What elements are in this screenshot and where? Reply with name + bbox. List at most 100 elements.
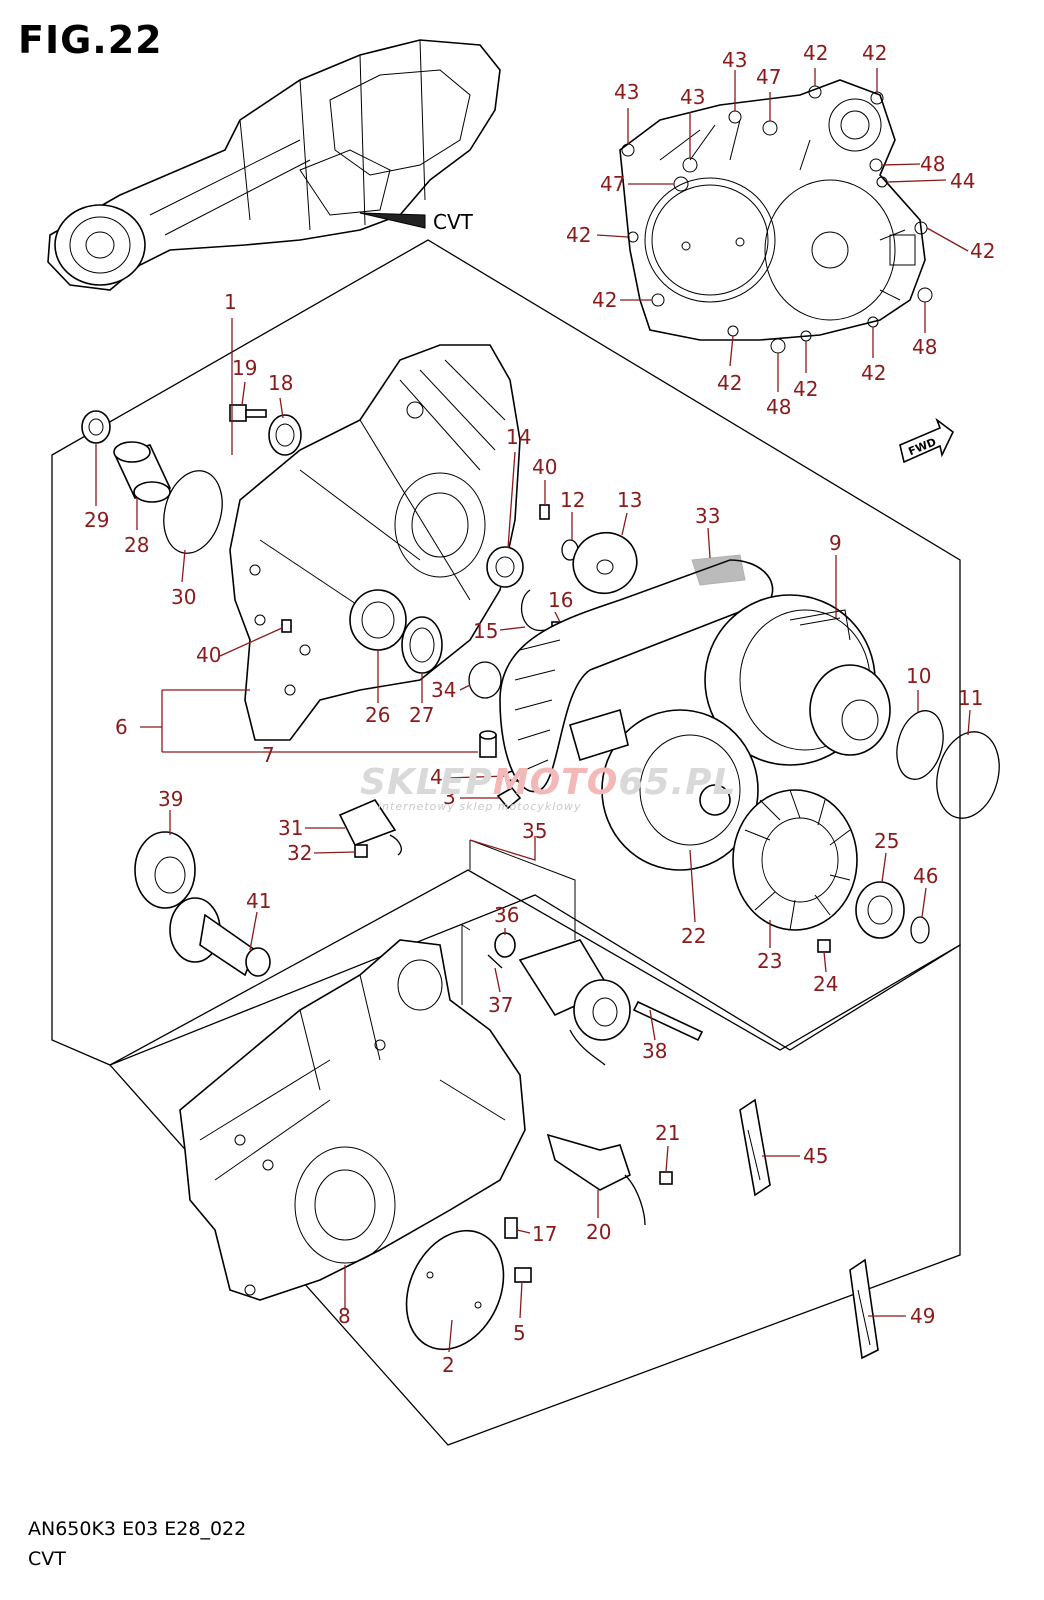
callout-16: 16	[548, 588, 573, 612]
oil-seal-29	[81, 410, 111, 444]
pin-37	[487, 954, 503, 969]
callout-13: 13	[617, 488, 642, 512]
bolt-19	[229, 404, 267, 422]
oil-seal-27	[401, 616, 443, 674]
callout-42d: 42	[970, 239, 995, 263]
fwd-label: FWD	[906, 435, 938, 458]
starter-motor-35	[518, 939, 631, 1066]
circlip-15	[521, 589, 546, 631]
bearing-14	[486, 546, 524, 588]
bolt-5	[514, 1267, 532, 1283]
callout-48a: 48	[920, 152, 945, 176]
callout-2: 2	[442, 1353, 455, 1377]
callout-8: 8	[338, 1304, 351, 1328]
bolt-17	[504, 1217, 518, 1239]
lower-assembly-frame	[109, 869, 961, 1446]
callout-15: 15	[473, 619, 498, 643]
callout-26: 26	[365, 703, 390, 727]
callout-9: 9	[829, 531, 842, 555]
bearing-18	[268, 414, 302, 456]
callout-42e: 42	[592, 288, 617, 312]
gear-39	[134, 831, 196, 909]
needle-bearing-28	[113, 441, 172, 503]
callout-10: 10	[906, 664, 931, 688]
callout-47a: 47	[756, 65, 781, 89]
gear-36	[494, 932, 516, 958]
strap-49	[849, 1258, 879, 1360]
callout-24: 24	[813, 972, 838, 996]
callout-41: 41	[246, 889, 271, 913]
callout-25: 25	[874, 829, 899, 853]
o-ring-11	[936, 731, 1000, 819]
callout-43c: 43	[722, 48, 747, 72]
callout-11: 11	[958, 686, 983, 710]
crankcase-half	[229, 344, 521, 741]
callout-42c: 42	[566, 223, 591, 247]
callout-labels: 1 2 3 4 5 6 7 8 9 10 11 12 13 14 15 16 1…	[84, 41, 995, 1377]
o-ring-10	[896, 710, 944, 780]
callout-18: 18	[268, 371, 293, 395]
model-code: AN650K3 E03 E28_022	[28, 1518, 247, 1540]
callout-48b: 48	[912, 335, 937, 359]
bolt-38	[632, 1000, 704, 1042]
cover-2	[405, 1229, 505, 1351]
callout-45: 45	[803, 1144, 828, 1168]
callout-32: 32	[287, 841, 312, 865]
callout-31: 31	[278, 816, 303, 840]
callout-23: 23	[757, 949, 782, 973]
callout-33: 33	[695, 504, 720, 528]
circlip-46	[910, 916, 930, 944]
callout-34: 34	[431, 678, 456, 702]
callout-42h: 42	[861, 361, 886, 385]
callout-7: 7	[262, 743, 275, 767]
leader-lines	[95, 68, 971, 1353]
spacer-13	[572, 531, 638, 595]
watermark-part-c: 65.PL	[618, 762, 737, 803]
cvt-case-8	[179, 939, 526, 1301]
dowel-7	[479, 730, 497, 758]
callout-47b: 47	[600, 172, 625, 196]
callout-40b: 40	[196, 643, 221, 667]
callout-37: 37	[488, 993, 513, 1017]
callout-35: 35	[522, 819, 547, 843]
watermark-tagline: internetowy sklep motocyklowy	[378, 800, 582, 813]
callout-22: 22	[681, 924, 706, 948]
overview-cvt-label: CVT	[433, 210, 474, 234]
callout-19: 19	[232, 356, 257, 380]
callout-42a: 42	[803, 41, 828, 65]
bolt-24	[817, 939, 831, 953]
plate-3	[496, 786, 522, 810]
callout-17: 17	[532, 1222, 557, 1246]
callout-30: 30	[171, 585, 196, 609]
callout-46: 46	[913, 864, 938, 888]
o-ring-30	[163, 470, 223, 554]
callout-14: 14	[506, 425, 531, 449]
switch-20	[546, 1133, 646, 1226]
callout-5: 5	[513, 1321, 526, 1345]
shaft-gear-41	[169, 897, 271, 977]
driven-clutch-9	[704, 594, 891, 766]
callout-43a: 43	[614, 80, 639, 104]
drive-belt-33	[499, 554, 774, 793]
sensor-31	[338, 799, 402, 856]
callout-44: 44	[950, 169, 975, 193]
callout-28: 28	[124, 533, 149, 557]
callout-4: 4	[430, 765, 443, 789]
callout-49: 49	[910, 1304, 935, 1328]
bearing-26	[349, 589, 407, 651]
engine-overview	[47, 39, 501, 291]
bolt-21	[659, 1171, 673, 1185]
callout-6: 6	[115, 715, 128, 739]
callout-42b: 42	[862, 41, 887, 65]
callout-36: 36	[494, 903, 519, 927]
watermark: SKLEPMOTO65.PL	[360, 762, 736, 803]
callout-38: 38	[642, 1039, 667, 1063]
strap-45	[739, 1098, 771, 1197]
watermark-part-a: SKLEP	[360, 762, 493, 803]
callout-20: 20	[586, 1220, 611, 1244]
watermark-part-b: MOTO	[492, 762, 619, 803]
callout-12: 12	[560, 488, 585, 512]
cooling-fan-23	[732, 789, 858, 931]
callout-48c: 48	[766, 395, 791, 419]
